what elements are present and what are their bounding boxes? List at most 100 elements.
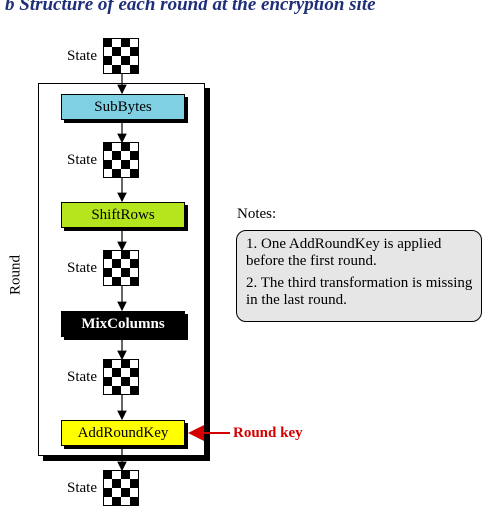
state-cell (112, 151, 121, 160)
state-cell (103, 368, 112, 377)
state-cell (121, 65, 130, 74)
state-cell (130, 277, 139, 286)
state-cell (103, 65, 112, 74)
notes-title: Notes: (237, 206, 277, 222)
state-cell (112, 377, 121, 386)
state-cell (112, 268, 121, 277)
state-cell (103, 488, 112, 497)
state-cell (112, 277, 121, 286)
state-cell (121, 470, 130, 479)
state-cell (103, 359, 112, 368)
state-cell (112, 386, 121, 395)
state-cell (130, 359, 139, 368)
state-matrix-icon (103, 142, 139, 178)
state-input: State (67, 38, 139, 74)
state-border (103, 359, 139, 395)
state-cell (121, 268, 130, 277)
state-cell (103, 151, 112, 160)
state-cell (130, 497, 139, 506)
state-cell (130, 250, 139, 259)
state-cell (130, 169, 139, 178)
state-cell (130, 38, 139, 47)
state-cell (130, 479, 139, 488)
figure-title: b Structure of each round at the encrypt… (5, 0, 376, 15)
state-cell (112, 250, 121, 259)
state-after-mixcolumns: State (67, 359, 139, 395)
state-cell (112, 259, 121, 268)
state-matrix-icon (103, 250, 139, 286)
state-cell (103, 479, 112, 488)
state-cell (112, 38, 121, 47)
state-cell (112, 497, 121, 506)
state-cell (121, 160, 130, 169)
round-key-label: Round key (233, 425, 303, 441)
note-item: 1. One AddRoundKey is applied before the… (246, 236, 442, 269)
state-cell (130, 47, 139, 56)
state-cell (103, 142, 112, 151)
state-cell (130, 470, 139, 479)
state-cell (112, 479, 121, 488)
state-cell (130, 142, 139, 151)
state-cell (121, 277, 130, 286)
state-label: State (67, 368, 97, 385)
state-matrix-icon (103, 38, 139, 74)
state-label: State (67, 47, 97, 64)
state-label: State (67, 259, 97, 276)
state-cell (112, 169, 121, 178)
state-cell (103, 160, 112, 169)
state-cell (112, 47, 121, 56)
state-cell (112, 359, 121, 368)
state-cell (130, 377, 139, 386)
state-cell (112, 488, 121, 497)
state-cell (121, 368, 130, 377)
state-label: State (67, 151, 97, 168)
state-cell (103, 169, 112, 178)
addroundkey-box: AddRoundKey (61, 420, 185, 446)
state-cell (112, 142, 121, 151)
state-cell (103, 250, 112, 259)
state-cell (103, 470, 112, 479)
state-output: State (67, 470, 139, 506)
state-cell (103, 277, 112, 286)
state-after-shiftrows: State (67, 250, 139, 286)
state-cell (112, 160, 121, 169)
state-cell (121, 169, 130, 178)
state-cell (121, 56, 130, 65)
state-cell (112, 65, 121, 74)
state-cell (130, 56, 139, 65)
state-cell (121, 479, 130, 488)
state-cell (103, 56, 112, 65)
state-border (103, 250, 139, 286)
state-matrix-icon (103, 470, 139, 506)
state-cell (103, 259, 112, 268)
state-cell (130, 151, 139, 160)
state-cell (130, 386, 139, 395)
state-border (103, 142, 139, 178)
state-cell (112, 56, 121, 65)
state-cell (103, 497, 112, 506)
state-cell (103, 38, 112, 47)
state-cell (121, 386, 130, 395)
state-cell (103, 377, 112, 386)
state-cell (121, 250, 130, 259)
state-cell (112, 470, 121, 479)
state-cell (121, 142, 130, 151)
state-cell (130, 160, 139, 169)
state-cell (130, 259, 139, 268)
state-cell (130, 368, 139, 377)
state-cell (103, 268, 112, 277)
mixcolumns-box: MixColumns (61, 311, 185, 337)
state-cell (121, 497, 130, 506)
state-cell (130, 488, 139, 497)
state-border (103, 38, 139, 74)
state-cell (121, 151, 130, 160)
state-cell (121, 259, 130, 268)
state-matrix-icon (103, 359, 139, 395)
state-cell (103, 386, 112, 395)
state-cell (121, 488, 130, 497)
state-cell (121, 47, 130, 56)
state-cell (121, 359, 130, 368)
state-cell (130, 268, 139, 277)
state-cell (103, 47, 112, 56)
subbytes-box: SubBytes (61, 94, 185, 120)
